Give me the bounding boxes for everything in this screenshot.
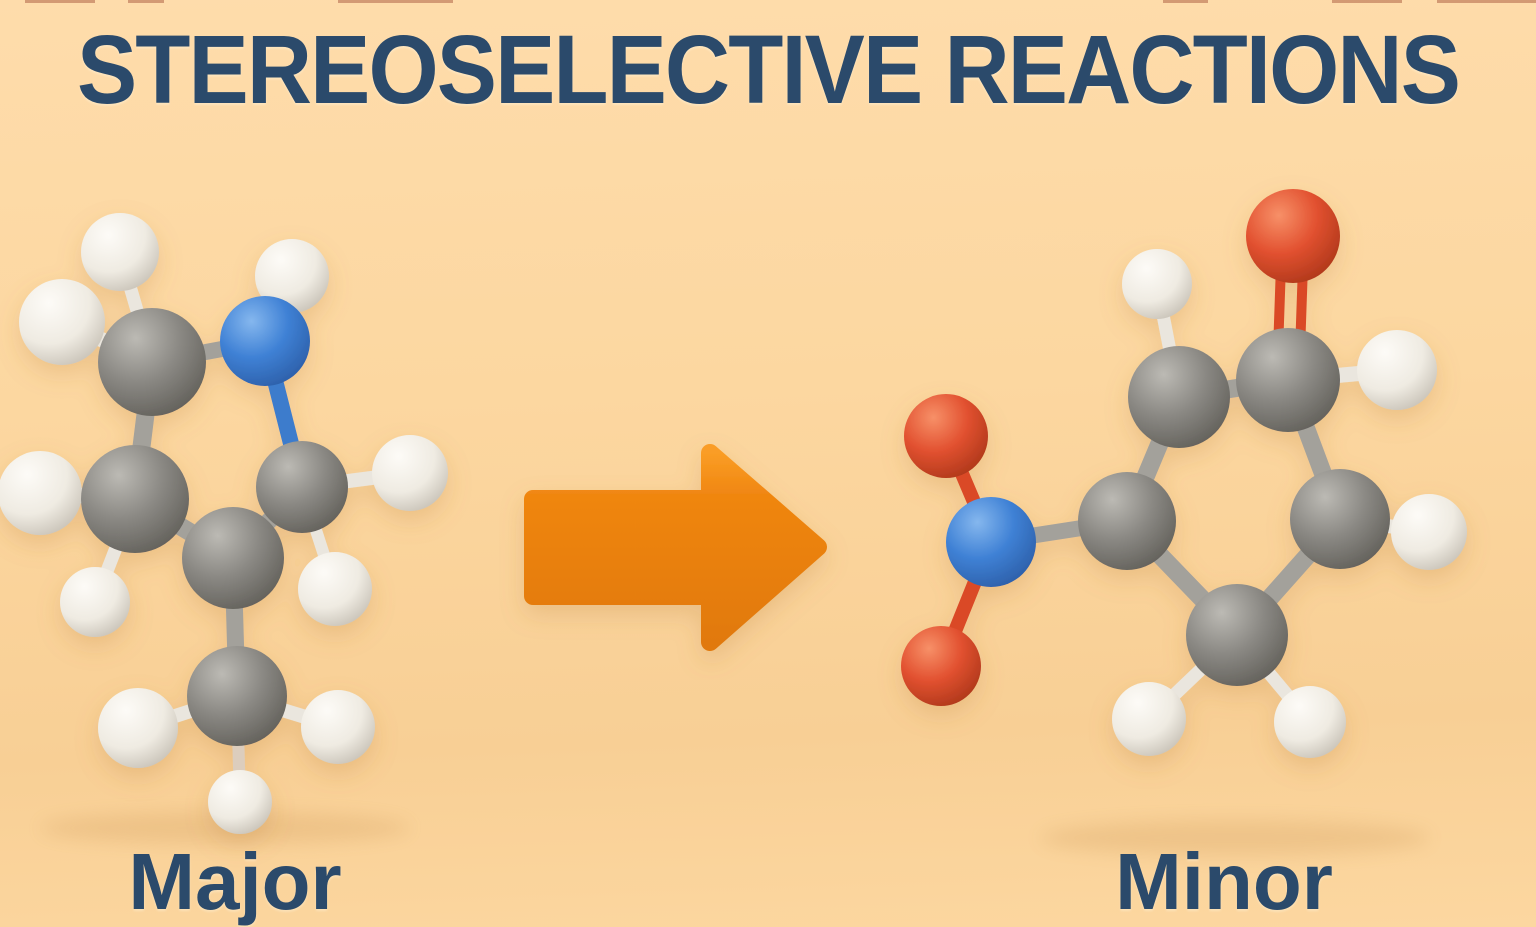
floor-shadow	[1040, 820, 1430, 856]
atom-h-ball	[0, 451, 82, 535]
atom-h-ball	[372, 435, 448, 511]
atom-h-ball	[255, 239, 329, 313]
atom-h-ball	[1112, 682, 1186, 756]
atom-c-ball	[1128, 346, 1230, 448]
top-edge-artifact	[1163, 0, 1208, 3]
label-minor: Minor	[1115, 837, 1333, 926]
atom-h-ball	[81, 213, 159, 291]
atom-h-ball	[1357, 330, 1437, 410]
atom-c-ball	[1290, 469, 1390, 569]
top-edge-artifact	[1332, 0, 1402, 3]
atom-h-ball	[1391, 494, 1467, 570]
minor-product-molecule	[901, 189, 1467, 758]
atom-c-ball	[81, 445, 189, 553]
atom-h-ball	[1122, 249, 1192, 319]
atom-n-ball	[220, 296, 310, 386]
atom-c-ball	[1186, 584, 1288, 686]
atom-c-ball	[1236, 328, 1340, 432]
major-product-molecule	[0, 213, 448, 834]
top-edge-artifact	[128, 0, 164, 3]
atom-h-ball	[98, 688, 178, 768]
atom-h-ball	[298, 552, 372, 626]
atom-c-ball	[1078, 472, 1176, 570]
atom-o-ball	[904, 394, 988, 478]
atom-h-ball	[1274, 686, 1346, 758]
page-title: STEREOSELECTIVE REACTIONS	[76, 15, 1461, 124]
top-edge-artifact	[338, 0, 453, 3]
atom-o-ball	[901, 626, 981, 706]
atom-o-ball	[1246, 189, 1340, 283]
atom-h-ball	[208, 770, 272, 834]
atom-c-ball	[187, 646, 287, 746]
top-edge-artifact	[25, 0, 95, 3]
atom-c-ball	[256, 441, 348, 533]
atom-c-ball	[98, 308, 206, 416]
top-edge-artifact	[1437, 0, 1536, 3]
atom-c-ball	[182, 507, 284, 609]
atom-n-ball	[946, 497, 1036, 587]
reaction-arrow-icon	[524, 444, 827, 651]
atom-h-ball	[60, 567, 130, 637]
label-major: Major	[128, 837, 342, 926]
atom-h-ball	[19, 279, 105, 365]
atom-h-ball	[301, 690, 375, 764]
